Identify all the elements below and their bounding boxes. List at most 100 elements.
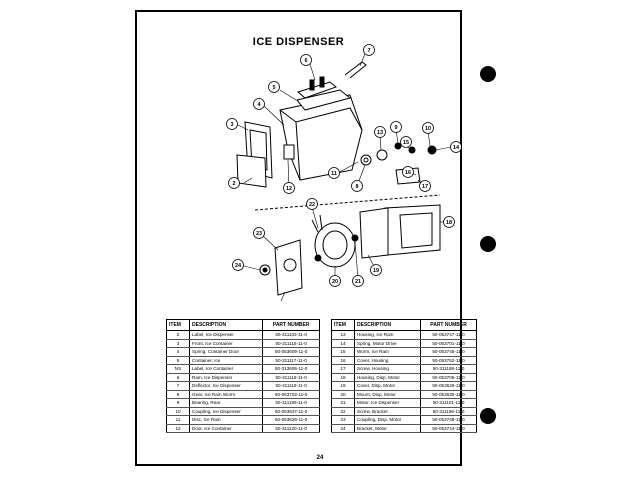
item-cell: 3 [166,339,190,348]
callout-circle [232,259,244,271]
description-cell: Screw, Bracket [354,407,422,416]
item-cell: 11 [166,415,190,425]
description-cell: Mount, Disp. Motor [354,390,422,399]
description-cell: Door, Ice Container [189,424,264,433]
callout-circle [422,122,434,134]
item-cell: 22 [331,407,355,416]
description-cell: Ram, Ice Dispenser [189,373,264,382]
binder-hole-middle [480,236,496,252]
callout-circle [253,227,265,239]
callout-label: 21 [355,279,361,285]
callout-circle [306,198,318,210]
part-number-cell: 50-053629-11-0 [420,381,477,391]
item-cell: 4 [166,347,190,357]
description-cell: Coupling, Ice Dispenser [189,407,264,416]
table-header-row: ITEM DESCRIPTION PART NUMBER [331,319,477,331]
callout-circle [300,54,312,66]
part-number-cell: 50-311196-11-0 [420,407,477,416]
ice-ram [296,76,337,99]
col-item: ITEM [331,319,355,331]
part-number-cell: 50-313606-11-0 [262,364,320,374]
item-cell: 24 [331,424,355,433]
callout-circle [402,166,414,178]
page-number: 24 [316,455,324,461]
item-cell: 9 [166,398,190,408]
description-cell: Disc, Ice Ram [189,415,264,425]
leader-lines [237,53,452,302]
part-number-cell: 50-053745-11-0 [420,347,477,357]
description-cell: Front, Ice Container [189,339,264,348]
description-cell: Cover, Housing [354,356,422,365]
callout-label: 22 [309,202,315,208]
callout-circle [226,118,238,130]
part-number-cell: 50-053630-11-0 [420,390,477,399]
part-number-cell: 50-311103-11-0 [262,330,320,340]
callout-circle [363,44,375,56]
motor-housing [359,204,441,259]
item-cell: 20 [331,390,355,399]
callout-label: 15 [403,140,409,146]
item-cell: 7 [166,381,190,391]
callout-circle [419,180,431,192]
description-cell: Spring, Container Door [189,347,264,357]
callout-label: 3 [230,122,233,128]
callout-circle [253,98,265,110]
assembly-line [254,194,441,211]
callout-circle [283,182,295,194]
callout-label: 5 [272,85,275,91]
part-number-cell: 50-053702-11-0 [262,390,320,399]
callout-circle [400,136,412,148]
description-cell: Bracket, Motor [354,424,422,433]
item-cell: 5 [166,356,190,365]
item-cell: 6 [166,373,190,382]
callout-label: 9 [394,125,397,131]
ram-hardware [360,142,437,185]
callout-label: 18 [446,220,452,226]
description-cell: Label, Ice Container [189,364,264,374]
part-number-cell: 50-053701-11-0 [420,339,477,348]
part-number-cell: 50-053706-11-0 [420,373,477,382]
item-cell: 10 [166,407,190,416]
item-cell: 21 [331,398,355,408]
callout-label: 14 [453,145,460,151]
callout-circle [329,275,341,287]
callout-label: 2 [232,181,235,187]
item-cell: 17 [331,364,355,374]
part-number-cell: 50-311118-11-0 [262,373,320,382]
callout-label: 4 [257,102,261,108]
description-cell: Worm, Ice Ram [354,347,422,357]
callout-label: 11 [331,171,337,177]
part-number-cell: 50-053609-11-0 [262,347,320,357]
description-cell: Spring, Motor Drive [354,339,422,348]
callout-label: 7 [367,48,370,54]
col-description: DESCRIPTION [189,319,264,331]
callout-label: 6 [304,58,307,64]
page-title: ICE DISPENSER [252,36,345,48]
item-cell: 14 [331,339,355,348]
part-number-cell: 50-053744-11-0 [420,424,477,433]
part-number-cell: 50-311117-11-0 [262,356,320,365]
container-door [236,154,267,188]
description-cell: Gear, Ice Ram Worm [189,390,264,399]
callout-label: 13 [377,130,383,136]
description-cell: Screw, Housing [354,364,422,374]
item-cell: 15 [331,347,355,357]
callout-circle [352,275,364,287]
